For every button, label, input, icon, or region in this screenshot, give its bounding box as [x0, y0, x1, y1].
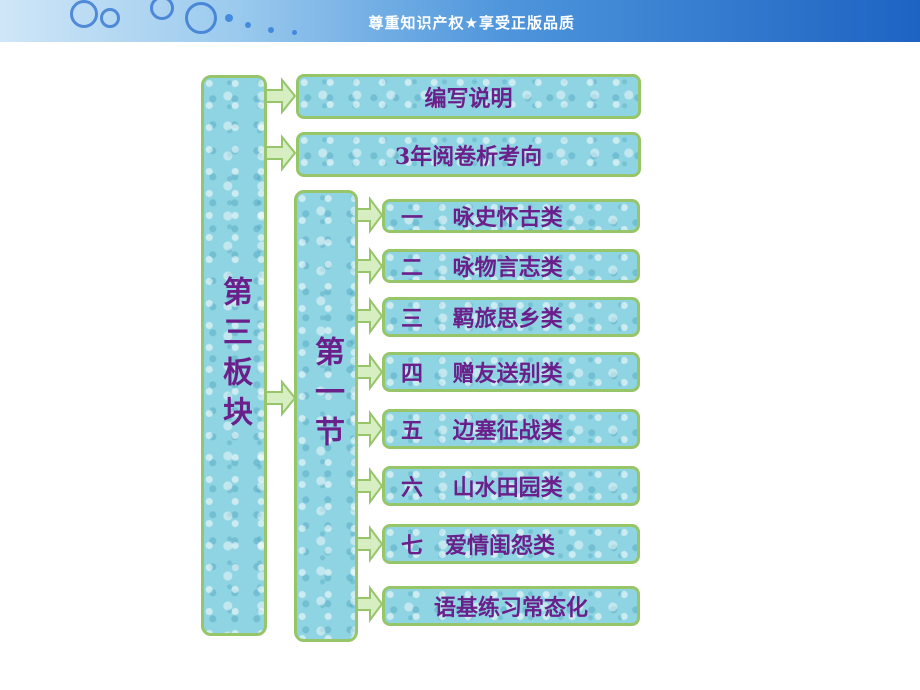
arrow-item-7 [355, 525, 384, 563]
intro-label: 编写说明 [424, 85, 513, 112]
section-item-label: 三 羁旅思乡类 [401, 306, 563, 332]
arrow-item-1 [355, 196, 384, 234]
section-item-label: 一 咏史怀古类 [401, 205, 563, 231]
section-item-label: 七 爱情闺怨类 [401, 533, 556, 559]
section-item-4[interactable]: 四 赠友送别类 [382, 352, 640, 392]
section-item-3[interactable]: 三 羁旅思乡类 [382, 297, 640, 337]
arrow-item-8 [355, 585, 384, 623]
arrow-item-6 [355, 467, 384, 505]
section-item-8[interactable]: 语基练习常态化 [382, 586, 640, 626]
banner-slogan: 尊重知识产权★享受正版品质 [368, 14, 575, 32]
block-label: 第三板块 [217, 275, 252, 436]
arrow-item-5 [355, 410, 384, 448]
section-item-6[interactable]: 六 山水田园类 [382, 466, 640, 506]
arrow-to-intro [264, 77, 297, 115]
section-item-5[interactable]: 五 边塞征战类 [382, 409, 640, 449]
section-item-label: 语基练习常态化 [433, 595, 588, 621]
arrow-item-3 [355, 297, 384, 335]
block-box: 第三板块 [201, 75, 267, 636]
trend-label: 3年阅卷析考向 [394, 143, 543, 170]
section-label: 第一节 [309, 336, 344, 456]
section-item-label: 五 边塞征战类 [401, 418, 563, 444]
section-box: 第一节 [294, 190, 358, 642]
header-banner: 尊重知识产权★享受正版品质 [0, 0, 920, 42]
section-item-2[interactable]: 二 咏物言志类 [382, 249, 640, 283]
section-item-label: 四 赠友送别类 [401, 361, 563, 387]
arrow-to-trend [264, 134, 297, 172]
arrow-item-4 [355, 353, 384, 391]
intro-box[interactable]: 编写说明 [296, 74, 641, 119]
trend-box[interactable]: 3年阅卷析考向 [296, 132, 641, 177]
section-item-label: 六 山水田园类 [401, 475, 563, 501]
section-item-7[interactable]: 七 爱情闺怨类 [382, 524, 640, 564]
section-item-label: 二 咏物言志类 [401, 255, 563, 281]
arrow-to-section [264, 379, 297, 417]
section-item-1[interactable]: 一 咏史怀古类 [382, 199, 640, 233]
arrow-item-2 [355, 247, 384, 285]
